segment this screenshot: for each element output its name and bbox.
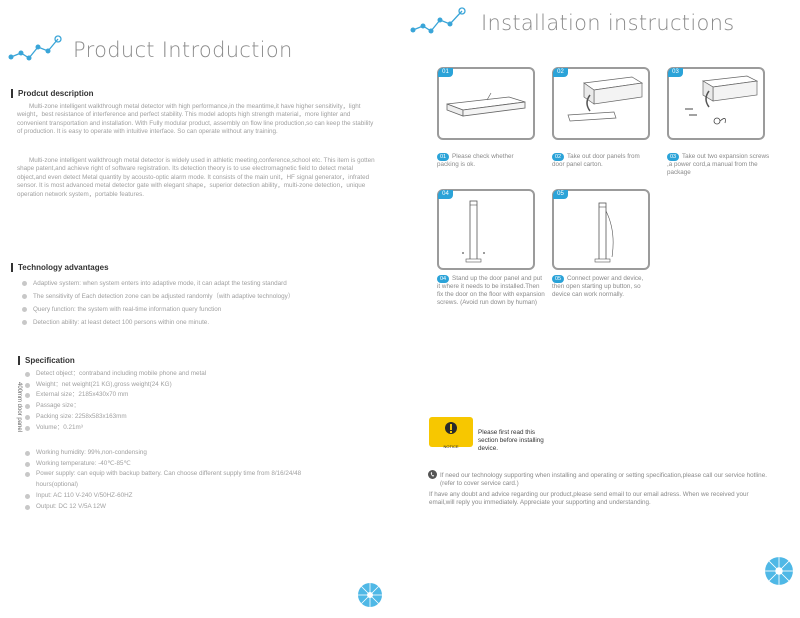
- technology-list: Adaptive system: when system enters into…: [21, 277, 294, 329]
- bullet-icon: [25, 372, 30, 377]
- description-paragraph-2: Multi-zone intelligent walkthrough metal…: [17, 157, 375, 198]
- list-item: Input: AC 110 V-240 V/50HZ-60HZ: [24, 491, 301, 502]
- door-power-icon: [594, 202, 614, 263]
- phone-icon: [428, 470, 437, 479]
- step-01-image: 01: [437, 67, 535, 140]
- section-heading-specification: Specification: [18, 356, 75, 365]
- section-heading-description: Prodcut description: [11, 89, 94, 98]
- section-heading-technology: Technology advantages: [11, 263, 109, 272]
- bullet-icon: [25, 472, 30, 478]
- support-text: If need our technology supporting when i…: [440, 472, 767, 487]
- bullet-icon: [22, 294, 27, 299]
- list-item: Working humidity: 99%,non-condensing: [24, 448, 301, 459]
- packing-box-icon: [446, 92, 526, 117]
- email-text: If have any doubt and advice regarding o…: [429, 491, 749, 506]
- bullet-icon: [25, 451, 30, 456]
- step-number: 01: [438, 68, 453, 77]
- bullet-icon: [22, 281, 27, 286]
- notice-box: NOTICE: [429, 417, 473, 449]
- bullet-icon: [25, 404, 30, 410]
- door-panel-stand-icon: [462, 200, 485, 263]
- step-02-image: 02: [552, 67, 650, 140]
- molecule-logo-icon: [410, 7, 466, 34]
- molecule-logo-icon: [8, 35, 62, 61]
- list-item: Volume：0.21m³: [24, 423, 206, 434]
- bullet-icon: [25, 504, 30, 510]
- list-item: hours(optional): [36, 481, 79, 489]
- bullet-icon: [22, 320, 27, 325]
- specification-list-a: Detect object：contraband including mobil…: [24, 369, 206, 433]
- list-item: Packing size: 2258x583x163mm: [24, 412, 206, 423]
- description-paragraph-1: Multi-zone intelligent walkthrough metal…: [17, 103, 374, 136]
- bullet-icon: [25, 393, 30, 399]
- step-number: 03: [668, 68, 683, 77]
- step-number: 05: [553, 190, 568, 199]
- list-item: Working temperature: -40℃-85℃: [24, 459, 301, 470]
- list-item: External size：2185x430x70 mm: [24, 390, 206, 401]
- bullet-icon: [25, 493, 30, 499]
- spec-side-label: 400mm door panel: [16, 382, 22, 433]
- step-number: 04: [438, 190, 453, 199]
- warning-icon: [445, 422, 457, 434]
- notice-label: NOTICE: [443, 444, 459, 449]
- step-05-image: 05: [552, 189, 650, 270]
- list-item: Detect object：contraband including mobil…: [24, 369, 206, 380]
- list-item: Adaptive system: when system enters into…: [21, 277, 294, 290]
- list-item: Output: DC 12 V/5A 12W: [24, 502, 301, 513]
- list-item: Query function: the system with real-tim…: [21, 303, 294, 316]
- list-item: Power supply: can equip with backup batt…: [24, 469, 301, 480]
- bullet-icon: [25, 425, 30, 431]
- carton-unpack-icon: [567, 76, 644, 122]
- bullet-icon: [25, 461, 30, 467]
- page-footer-burst-icon: [358, 583, 382, 607]
- list-item: Passage size：: [24, 401, 206, 412]
- page-footer-burst-icon: [765, 557, 793, 585]
- page-title: Product Introduction: [73, 38, 293, 62]
- bullet-icon: [22, 307, 27, 312]
- accessories-box-icon: [685, 75, 759, 125]
- notice-text: Please first read this section before in…: [478, 429, 544, 452]
- list-item: Weight：net weight(21 KG),gross weight(24…: [24, 380, 206, 391]
- list-item: Detection ability: at least detect 100 p…: [21, 316, 294, 329]
- step-03-image: 03: [667, 67, 765, 140]
- step-number: 02: [553, 68, 568, 77]
- step-04-image: 04: [437, 189, 535, 270]
- list-item: The sensitivity of Each detection zone c…: [21, 290, 294, 303]
- page-title: Installation instructions: [481, 11, 735, 35]
- bullet-icon: [25, 414, 30, 420]
- specification-list-b: Working humidity: 99%,non-condensing Wor…: [24, 448, 301, 512]
- bullet-icon: [25, 382, 30, 388]
